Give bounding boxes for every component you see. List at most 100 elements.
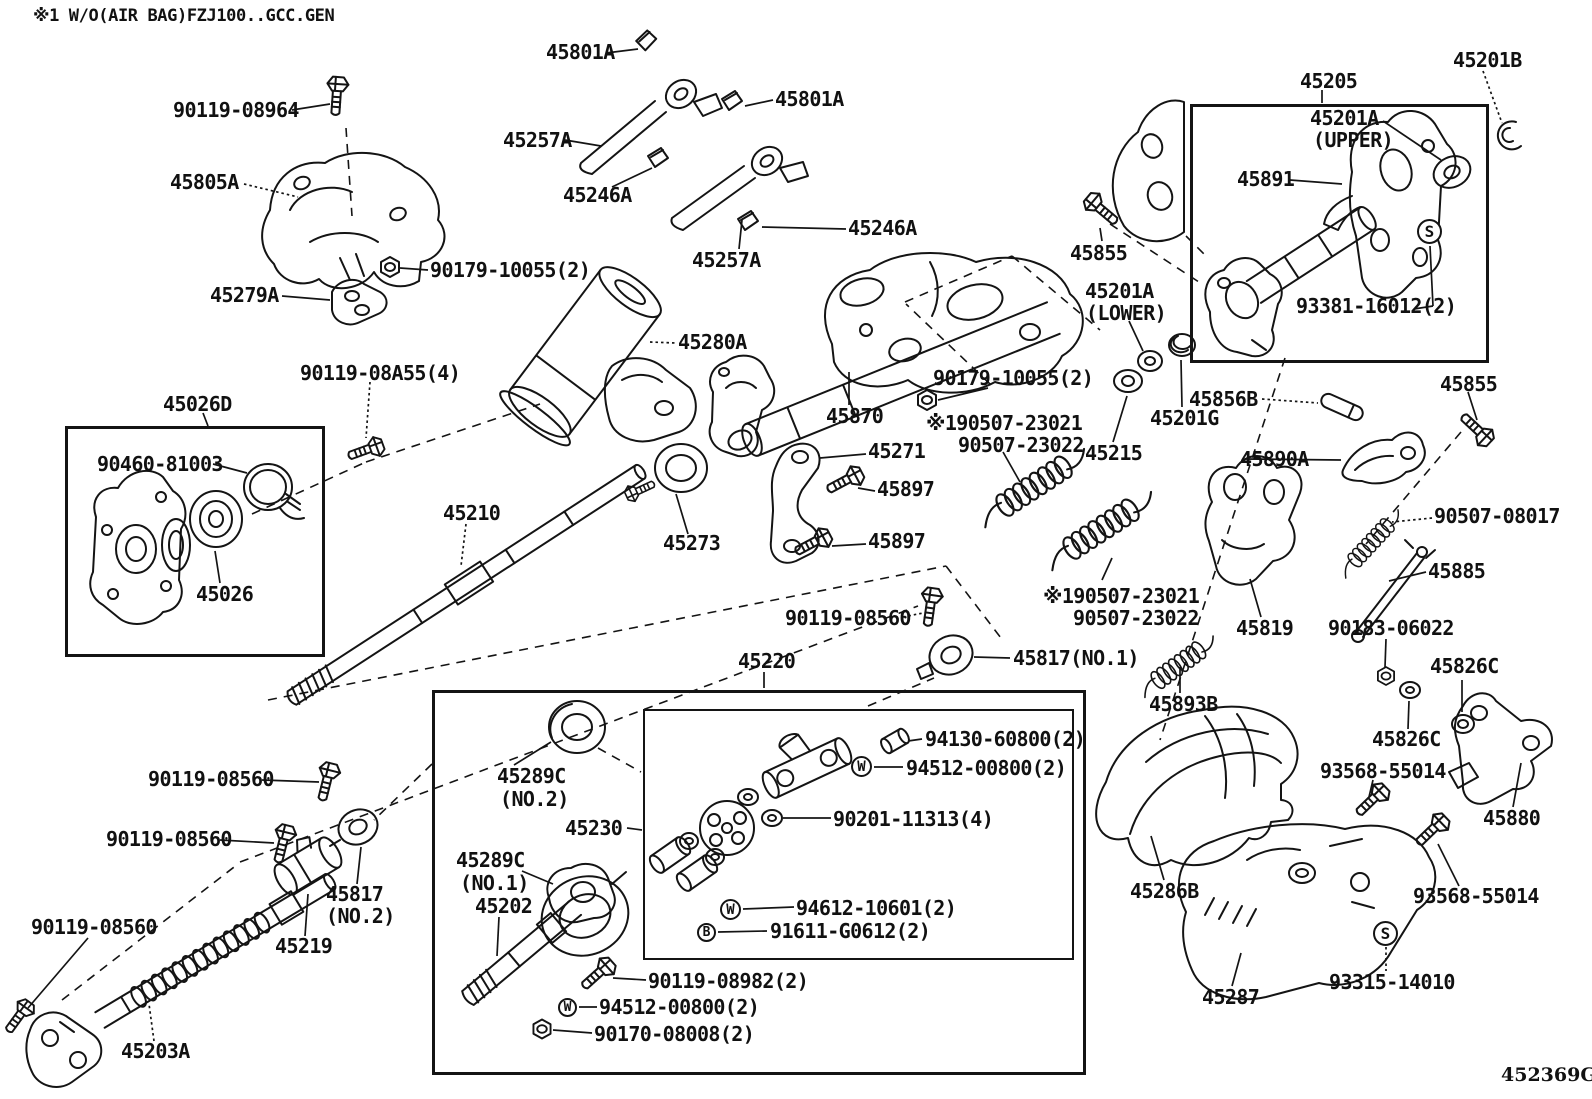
part-label-45257A: 45257A (503, 128, 572, 152)
part-label-93568-55014: 93568-55014 (1413, 884, 1539, 908)
ring-45201A-upper (1432, 155, 1472, 189)
bolt-45897-1 (822, 462, 868, 501)
part-label-45891: 45891 (1237, 167, 1295, 191)
part-label-45855: 45855 (1440, 372, 1498, 396)
part-label-93568-55014: 93568-55014 (1320, 759, 1446, 783)
circled-letter-marker-W: W (558, 998, 577, 1017)
part-label-45279A: 45279A (210, 283, 279, 307)
part-label-45819: 45819 (1236, 616, 1294, 640)
cover-45287 (1177, 823, 1437, 1001)
circled-letter-marker-S: S (1417, 219, 1442, 244)
nut-90179-10055-a (380, 256, 400, 278)
part-label-45286B: 45286B (1130, 879, 1199, 903)
part-label-45856B: 45856B (1189, 387, 1258, 411)
part-label-94612-10601-2: 94612-10601(2) (796, 896, 957, 920)
part-label-190507-23021: ※190507-23021 (1043, 584, 1200, 608)
part-label-45855: 45855 (1070, 241, 1128, 265)
part-label-45026D: 45026D (163, 392, 232, 416)
bearing-45026 (189, 490, 243, 548)
lever-45890A (1341, 431, 1426, 485)
shaft-45202 (461, 900, 583, 1006)
assembly-box-45220 (432, 690, 1086, 1075)
dotted-leader-lines (148, 70, 1503, 1042)
part-label-1-W-O-AIR-BAG-FZJ100-GCC-GEN: ※1 W/O(AIR BAG)FZJ100..GCC.GEN (33, 6, 335, 26)
assembly-box-45026D (65, 426, 325, 657)
part-label-90507-23022: 90507-23022 (958, 433, 1084, 457)
flange-45026D (89, 469, 191, 625)
circled-letter-marker-W: W (720, 899, 741, 920)
part-label-90170-08008-2: 90170-08008(2) (594, 1022, 755, 1046)
part-label-45246A: 45246A (563, 183, 632, 207)
clip-45801A-2 (721, 90, 743, 111)
part-label-90201-11313-4: 90201-11313(4) (833, 807, 994, 831)
clamp-90460-81003 (243, 463, 305, 520)
part-label-45210: 45210 (443, 501, 501, 525)
assembly-box-45230 (643, 709, 1074, 960)
bolt-90119-08964 (324, 75, 350, 117)
circled-letter-marker-B: B (697, 923, 716, 942)
part-label-45870: 45870 (826, 404, 884, 428)
part-label-93315-14010: 93315-14010 (1329, 970, 1455, 994)
clamp-45279A (331, 278, 388, 326)
nut-90179-10055-b (917, 389, 937, 411)
joint-45230-parts (648, 727, 910, 892)
lever-45257A-1 (579, 78, 723, 175)
part-label-90119-08560: 90119-08560 (31, 915, 157, 939)
rod-45885 (1351, 539, 1436, 643)
part-label-45201A: 45201A (1310, 106, 1379, 130)
part-label-45273: 45273 (663, 531, 721, 555)
part-label-45246A: 45246A (848, 216, 917, 240)
part-label-45201A: 45201A (1085, 279, 1154, 303)
nut-90183-06022 (1377, 666, 1395, 686)
part-label-45880: 45880 (1483, 806, 1541, 830)
part-label-45219: 45219 (275, 934, 333, 958)
part-label-45890A: 45890A (1240, 447, 1309, 471)
bolt-90119-08560-a (916, 585, 945, 629)
part-label-45280A: 45280A (678, 330, 747, 354)
part-label-45215: 45215 (1085, 441, 1143, 465)
ring-45289C-no2 (548, 700, 606, 754)
bushing-45273 (654, 443, 708, 493)
part-label-45257A: 45257A (692, 248, 761, 272)
part-label-45230: 45230 (565, 816, 623, 840)
spring-90507-23021-2 (1040, 484, 1161, 575)
part-label-45271: 45271 (868, 439, 926, 463)
part-label-UPPER: (UPPER) (1313, 128, 1394, 152)
part-label-45201G: 45201G (1150, 406, 1219, 430)
part-label-45817: 45817 (326, 882, 384, 906)
part-label-45826C: 45826C (1372, 727, 1441, 751)
part-label-45026: 45026 (196, 582, 254, 606)
part-label-45289C: 45289C (497, 764, 566, 788)
part-label-94512-00800-2: 94512-00800(2) (906, 756, 1067, 780)
bolt-90119-08560-c (267, 821, 299, 866)
washer-45826C-b (1451, 714, 1475, 734)
cover-45286B (1095, 705, 1299, 867)
pin-45856B (1320, 392, 1364, 422)
circled-letter-marker-W: W (851, 756, 872, 777)
part-label-45817-NO-1: 45817(NO.1) (1013, 646, 1139, 670)
part-label-45287: 45287 (1202, 985, 1260, 1009)
part-label-45203A: 45203A (121, 1039, 190, 1063)
part-label-90119-08A55-4: 90119-08A55(4) (300, 361, 461, 385)
part-label-45289C: 45289C (456, 848, 525, 872)
part-label-90119-08560: 90119-08560 (148, 767, 274, 791)
bushing-45215 (1113, 369, 1143, 393)
part-label-45202: 45202 (475, 894, 533, 918)
clip-45801A-1 (633, 27, 660, 53)
circled-letter-marker-S: S (1373, 921, 1398, 946)
part-label-90119-08964: 90119-08964 (173, 98, 299, 122)
bolt-93568-55014-b (1410, 808, 1454, 853)
part-label-90119-08560: 90119-08560 (106, 827, 232, 851)
bracket-45819 (1204, 455, 1303, 586)
part-label-90460-81003: 90460-81003 (97, 452, 223, 476)
sliding-shaft-45203A (25, 872, 337, 1088)
cushion-45246A-1 (647, 147, 669, 168)
part-label-45805A: 45805A (170, 170, 239, 194)
ring-45201G (1168, 333, 1196, 357)
part-label-45801A: 45801A (775, 87, 844, 111)
column-support-45805A (261, 152, 446, 290)
upper-bracket-tube-45870 (708, 99, 1185, 458)
part-label-90507-23022: 90507-23022 (1073, 606, 1199, 630)
part-label-190507-23021: ※190507-23021 (926, 411, 1083, 435)
